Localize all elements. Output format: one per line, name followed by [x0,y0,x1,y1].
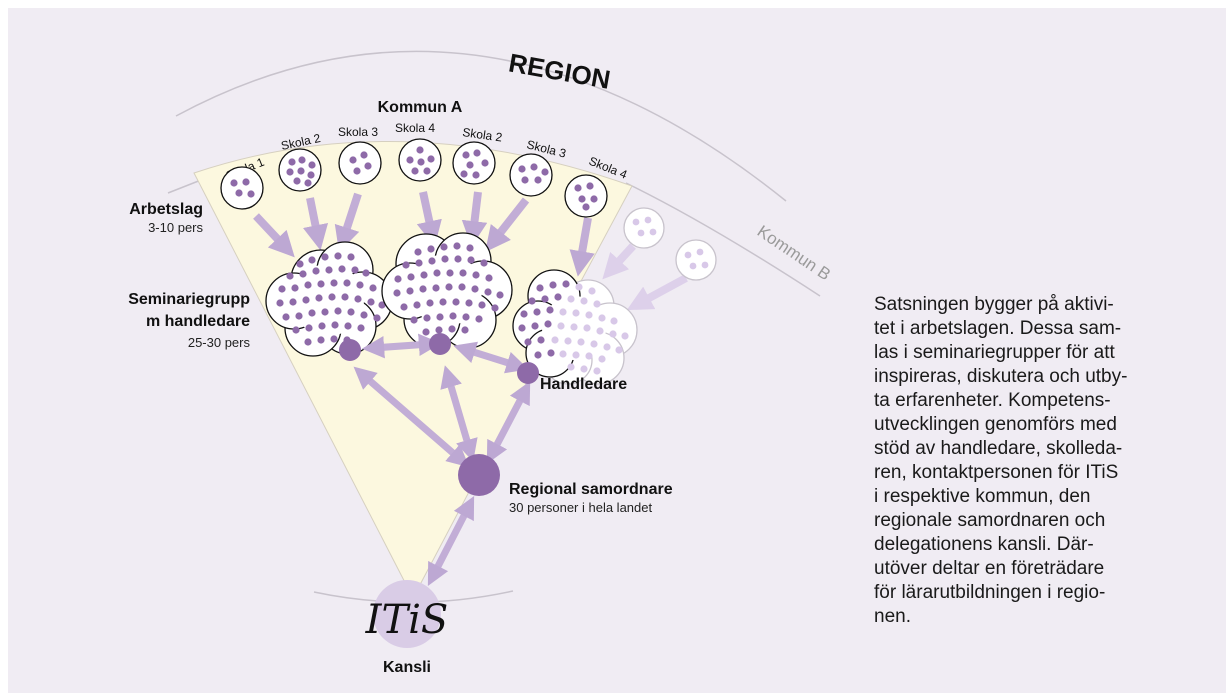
diagram-panel: REGION Kommun B Kommun A Skola 1 Skola 2… [8,8,1226,693]
kommun-b-arbetslag-circle [623,207,665,249]
kansli-title: Kansli [383,659,431,676]
kommun-b-dots [632,216,709,270]
arbetslag-dots [230,146,598,211]
arbetslag-circle [509,153,553,197]
handledare-node [339,339,361,361]
description-text: Satsningen bygger på aktivi- tet i arbet… [874,294,1128,627]
seminar-group-mixed [512,269,638,385]
handledare-node [517,362,539,384]
seminariegrupp-title-2: m handledare [146,313,250,330]
arbetslag-title: Arbetslag [129,201,203,218]
region-ray [167,179,202,194]
seminar-group [265,241,393,357]
arbetslag-size: 3-10 pers [148,220,203,235]
handledare-title: Handledare [540,376,627,393]
handledare-node [429,333,451,355]
seminariegrupp-title-1: Seminariegrupp [128,291,250,308]
kommun-b-arc [625,182,821,297]
kommun-b-circles [623,207,717,281]
arbetslag-arrows [253,191,595,277]
region-arc [175,50,787,202]
seminariegrupp-size: 25-30 pers [188,335,251,350]
arbetslag-circle [564,174,608,218]
organization-diagram: REGION Kommun B Kommun A Skola 1 Skola 2… [128,47,834,676]
kommun-b-title: Kommun B [754,222,834,285]
arbetslag-circle [220,166,264,210]
school-label: Skola 2 [462,125,504,144]
itis-logo: ITiS [365,597,449,643]
school-label: Skola 4 [395,121,435,135]
seminar-group [381,232,513,349]
regional-subtitle: 30 personer i hela landet [509,500,652,515]
regional-samordnare-node [458,454,500,496]
school-label: Skola 3 [338,125,378,139]
regional-title: Regional samordnare [509,481,673,498]
kommun-a-title: Kommun A [378,99,463,116]
connection-arrows [353,333,531,586]
region-title: REGION [506,47,612,94]
kommun-b-arbetslag-circle [675,239,717,281]
kansli-logo-circle [373,580,441,648]
kommun-b-arrows [602,243,688,311]
arbetslag-circle [338,141,382,185]
